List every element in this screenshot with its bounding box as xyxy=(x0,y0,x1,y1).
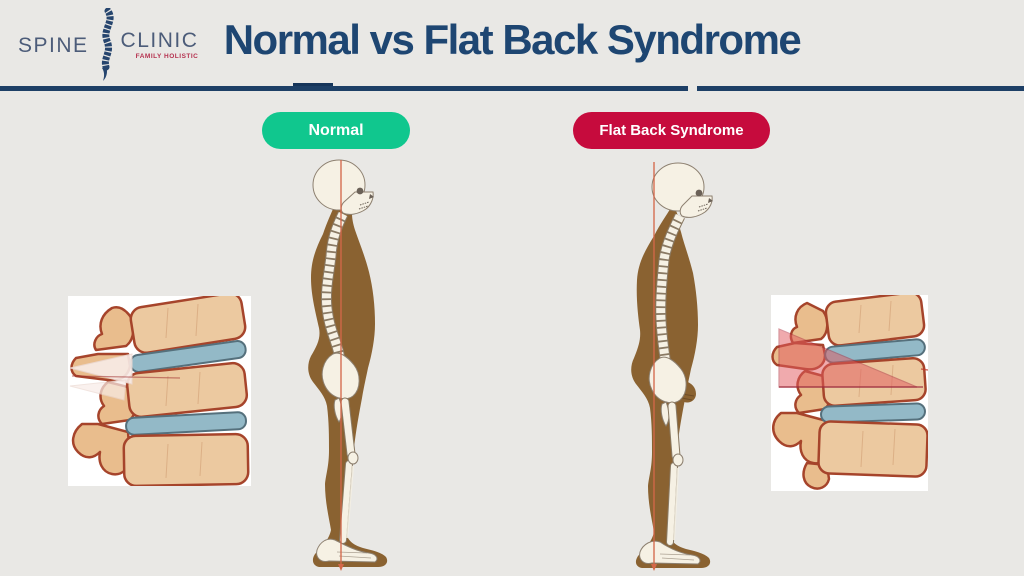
normal-badge: Normal xyxy=(262,112,410,149)
page-title: Normal vs Flat Back Syndrome xyxy=(223,16,802,63)
fracture-line xyxy=(71,375,181,379)
normal-figure-illustration xyxy=(283,158,428,572)
vertebral-body xyxy=(122,432,250,486)
normal-vertebrae-inset xyxy=(68,296,251,486)
logo-word-spine: SPINE xyxy=(18,33,89,57)
vertebral-column xyxy=(122,296,250,486)
vertebral-body xyxy=(824,295,926,347)
normal-vertebrae-svg xyxy=(69,296,250,486)
normal-posture-figure-svg xyxy=(308,159,388,571)
pelvis xyxy=(648,356,687,427)
bone-texture xyxy=(165,303,203,479)
spine-clinic-logo: SPINE CLINIC FAMILY HOLISTIC xyxy=(18,6,198,84)
vertebral-body xyxy=(129,296,247,354)
disc xyxy=(820,402,926,424)
plumb-line xyxy=(651,162,657,571)
logo-word-clinic: CLINIC xyxy=(120,29,199,52)
header-underline-right xyxy=(697,86,1024,91)
foot-bones xyxy=(316,538,378,563)
flat-back-badge: Flat Back Syndrome xyxy=(573,112,770,149)
red-wedge-overlay xyxy=(778,328,928,388)
leg-bones xyxy=(666,401,684,546)
flatback-vertebrae-svg xyxy=(771,295,928,490)
flat-back-posture-figure-svg xyxy=(631,162,713,571)
skull xyxy=(312,159,374,215)
vertebral-body xyxy=(817,420,928,478)
plumb-line xyxy=(338,160,344,571)
header-underline-left xyxy=(0,86,688,91)
vertebral-body xyxy=(125,361,249,419)
header-underline-notch xyxy=(293,83,333,86)
spine-logo-icon xyxy=(100,8,114,81)
flatback-vertebrae-inset xyxy=(771,295,928,491)
logo-tagline: FAMILY HOLISTIC xyxy=(135,53,199,60)
skull xyxy=(651,162,713,218)
leg-bones xyxy=(339,397,359,544)
disc xyxy=(125,411,247,436)
flat-back-figure-illustration xyxy=(608,158,758,572)
